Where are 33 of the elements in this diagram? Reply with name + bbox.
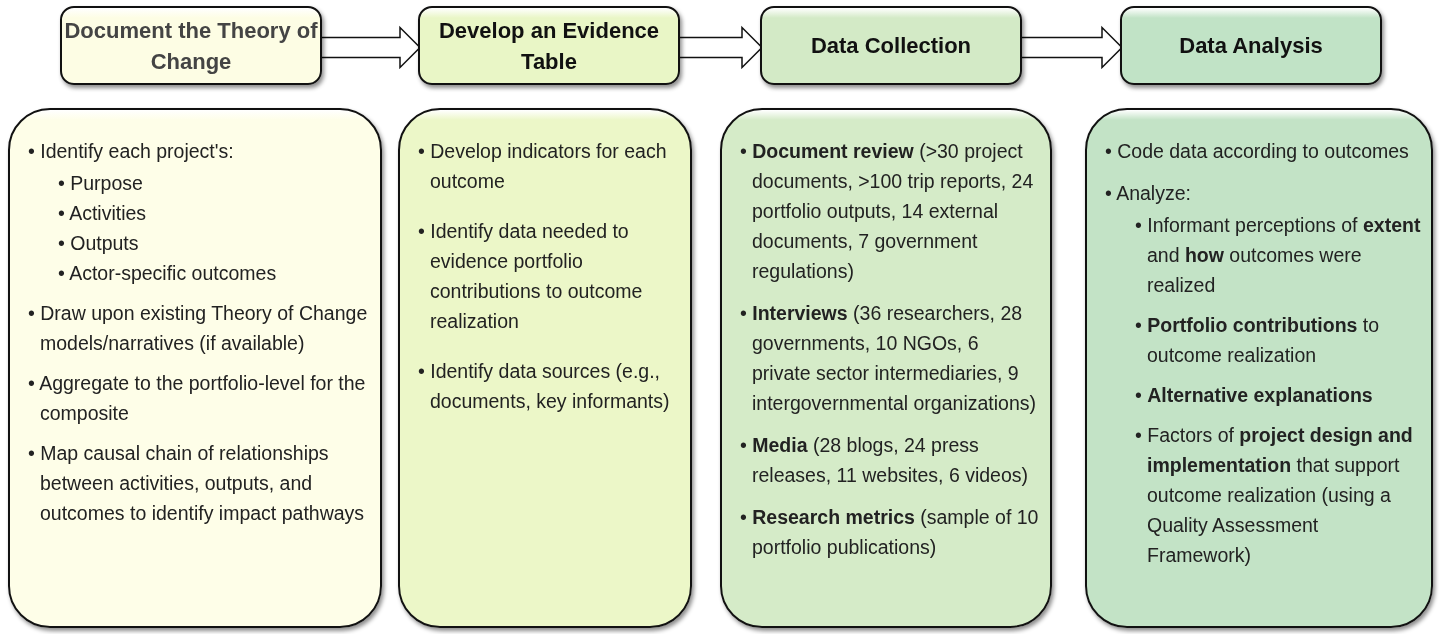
sub-bullet-item: • Alternative explanations [1135,383,1374,408]
detail-panel [398,108,692,628]
bullet-item: • Code data according to outcomes [1105,139,1410,164]
sub-bullet-item: • Activities [58,201,148,226]
bullet-item: • Identify each project's: [28,139,235,164]
bullet-item: • Identify data needed to evidence portfolio contributions to outcome realization [418,219,644,334]
step-box [760,6,1022,85]
step-box [418,6,680,85]
step-title: Data Collection [810,32,972,60]
bullet-item: • Research metrics (sample of 10 portfolio publications) [740,505,1040,560]
detail-panel [8,108,382,628]
detail-panel [1085,108,1433,628]
bullet-item: • Document review (>30 project documents, >100 trip reports, 24 portfolio outputs, 14 external documents, 7 government regulations) [740,139,1035,284]
sub-bullet-item: • Factors of project design and implementation that support outcome realization (using a Quality Assessment Framework) [1135,423,1414,568]
bullet-item: • Media (28 blogs, 24 press releases, 11 websites, 6 videos) [740,433,1030,488]
bullet-item: • Analyze: [1105,181,1192,206]
step-title: Data Analysis [1179,32,1323,60]
bullet-item: • Aggregate to the portfolio-level for the composite [28,371,367,426]
bullet-item: • Interviews (36 researchers, 28 governments, 10 NGOs, 6 private sector intermediaries, 9 intergovernmental organizations) [740,301,1037,416]
step-box [60,6,322,85]
step-box [1120,6,1382,85]
bullet-item: • Identify data sources (e.g., documents, key informants) [418,359,671,414]
sub-bullet-item: • Informant perceptions of extent and how outcomes were realized [1135,213,1422,298]
bullet-item: • Draw upon existing Theory of Change models/narratives (if available) [28,301,369,356]
detail-panel [720,108,1052,628]
bullet-item: • Develop indicators for each outcome [418,139,668,194]
step-title: Document the Theory of Change [63,16,319,76]
sub-bullet-item: • Actor-specific outcomes [58,261,278,286]
sub-bullet-item: • Outputs [58,231,140,256]
sub-bullet-item: • Portfolio contributions to outcome realization [1135,313,1381,368]
sub-bullet-item: • Purpose [58,171,144,196]
step-title: Develop an Evidence Table [437,16,661,76]
bullet-item: • Map causal chain of relationships between activities, outputs, and outcomes to identify impact pathways [28,441,366,526]
